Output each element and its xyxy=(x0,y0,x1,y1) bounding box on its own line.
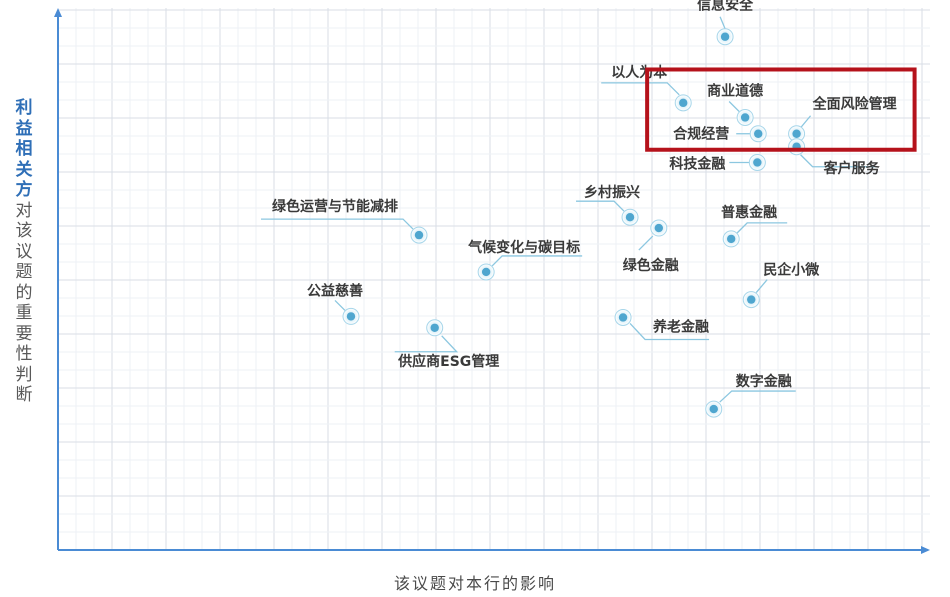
point-label: 客户服务 xyxy=(823,160,881,177)
leader-line xyxy=(755,279,768,294)
y-axis-label-char: 重 xyxy=(15,303,33,323)
data-point xyxy=(722,230,740,248)
data-point-dot xyxy=(414,230,424,240)
point-label: 数字金融 xyxy=(736,373,792,390)
highlight-box xyxy=(645,67,917,152)
x-axis-arrow-icon xyxy=(921,546,930,554)
leader-line xyxy=(334,299,346,311)
point-label: 公益慈善 xyxy=(307,282,363,299)
point-label: 绿色金融 xyxy=(623,257,679,274)
leader-lines xyxy=(261,16,877,403)
data-point xyxy=(342,307,360,325)
point-label: 乡村振兴 xyxy=(584,184,640,201)
point-label: 供应商ESG管理 xyxy=(397,353,499,370)
leader-line xyxy=(629,323,710,341)
data-point xyxy=(426,319,444,337)
y-axis-label-char: 相 xyxy=(15,139,33,159)
point-label: 商业道德 xyxy=(707,82,763,99)
leader-line xyxy=(800,154,877,168)
y-axis-label-char: 的 xyxy=(15,282,33,303)
data-point-dot xyxy=(709,404,718,414)
point-label: 信息安全 xyxy=(697,0,754,14)
point-label: 以人为本 xyxy=(611,64,668,81)
leader-line xyxy=(601,82,680,96)
data-point-dot xyxy=(747,295,756,304)
data-point-dot xyxy=(625,213,635,222)
point-label: 普惠金融 xyxy=(721,204,777,221)
leader-line xyxy=(394,335,459,353)
point-label: 合规经营 xyxy=(673,126,729,143)
data-point-dot xyxy=(754,129,763,138)
y-axis-label-char: 关 xyxy=(15,159,33,180)
leader-line xyxy=(728,101,740,112)
data-point-dot xyxy=(654,223,664,233)
leader-line xyxy=(261,218,414,230)
highlight-rect xyxy=(645,67,917,152)
data-point xyxy=(742,291,760,309)
grid xyxy=(58,8,930,550)
data-point-dot xyxy=(618,313,628,322)
y-axis-label-char: 性 xyxy=(15,344,33,364)
data-point xyxy=(410,226,428,244)
point-label: 气候变化与碳目标 xyxy=(467,239,580,256)
leader-line xyxy=(491,255,583,267)
y-axis-label-char: 益 xyxy=(15,118,33,139)
axes xyxy=(54,8,930,554)
point-label: 民企小微 xyxy=(763,262,820,279)
data-point xyxy=(749,125,767,143)
y-axis-label-char: 要 xyxy=(15,323,33,344)
y-axis-label-char: 断 xyxy=(15,385,33,405)
data-point xyxy=(614,308,632,326)
data-point-dot xyxy=(430,323,439,332)
y-axis-label-char: 判 xyxy=(15,364,33,385)
data-point xyxy=(650,219,668,237)
point-label: 绿色运营与节能减排 xyxy=(272,198,398,215)
data-point xyxy=(736,108,754,126)
point-label: 养老金融 xyxy=(652,318,709,335)
data-point-dot xyxy=(720,32,730,41)
data-point-dot xyxy=(679,98,688,108)
y-axis-label: 利益相关方对该议题的重要性判断 xyxy=(12,98,36,406)
data-point-dot xyxy=(792,129,801,138)
y-axis-label-char: 题 xyxy=(15,262,33,282)
data-point-dot xyxy=(726,234,736,244)
data-point xyxy=(748,153,766,171)
data-point xyxy=(621,208,639,226)
y-axis-label-char: 方 xyxy=(15,180,33,200)
leader-line xyxy=(800,115,812,129)
data-point xyxy=(674,94,692,112)
y-axis-label-char: 利 xyxy=(15,98,33,118)
data-point-dot xyxy=(740,113,750,122)
leader-line xyxy=(638,235,654,251)
point-label: 全面风险管理 xyxy=(812,96,897,113)
leader-line xyxy=(719,16,726,29)
point-label: 科技金融 xyxy=(669,155,725,172)
data-point xyxy=(477,263,495,281)
y-axis-label-char: 对 xyxy=(15,200,33,221)
y-axis-label-char: 该 xyxy=(15,221,33,241)
y-axis-arrow-icon xyxy=(54,8,62,17)
data-point xyxy=(705,400,723,418)
y-axis-label-char: 议 xyxy=(15,241,33,262)
data-point-dot xyxy=(753,158,762,167)
x-axis-label: 该议题对本行的影响 xyxy=(393,574,556,593)
leader-line xyxy=(719,390,796,403)
leader-line xyxy=(736,222,788,234)
data-point-dot xyxy=(481,267,491,277)
data-point xyxy=(788,138,806,156)
leader-line xyxy=(576,200,625,212)
data-point xyxy=(716,28,734,46)
data-point-dot xyxy=(346,312,356,321)
